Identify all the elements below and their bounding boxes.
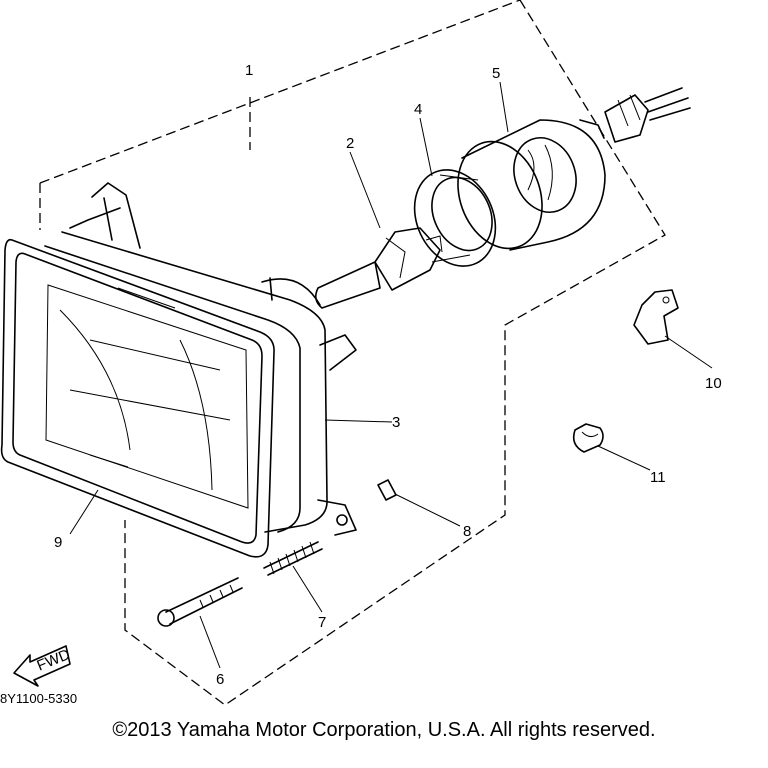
copyright-notice: ©2013 Yamaha Motor Corporation, U.S.A. A… [112, 719, 656, 741]
leader-lines [69, 81, 713, 669]
callout-4: 4 [414, 101, 422, 118]
fwd-label: FWD [34, 646, 72, 675]
part-7-spring [263, 541, 323, 576]
part-11-clip [572, 423, 604, 453]
fwd-arrow-icon: FWD [13, 645, 73, 687]
callout-11: 11 [650, 469, 666, 486]
callout-2: 2 [346, 135, 354, 152]
part-10-clamp [633, 289, 679, 345]
callout-7: 7 [318, 614, 326, 631]
callout-3: 3 [392, 414, 400, 431]
part-6-screw [157, 577, 243, 627]
callout-8: 8 [463, 523, 471, 540]
callout-6: 6 [216, 671, 224, 688]
callout-10: 10 [705, 375, 722, 392]
callout-9: 9 [54, 534, 62, 551]
callout-1: 1 [245, 62, 253, 79]
diagram-code: 8Y1100-5330 [0, 691, 77, 706]
part-3-headlight-unit [44, 182, 357, 536]
assembly-outline [39, 0, 666, 706]
part-8-nut [377, 479, 397, 501]
part-9-rim [0, 238, 275, 558]
callout-5: 5 [492, 65, 500, 82]
part-2-bulb [314, 227, 443, 309]
part-4-retainer [413, 169, 497, 267]
part-5-cover [457, 119, 606, 251]
connector-plug [604, 87, 691, 143]
